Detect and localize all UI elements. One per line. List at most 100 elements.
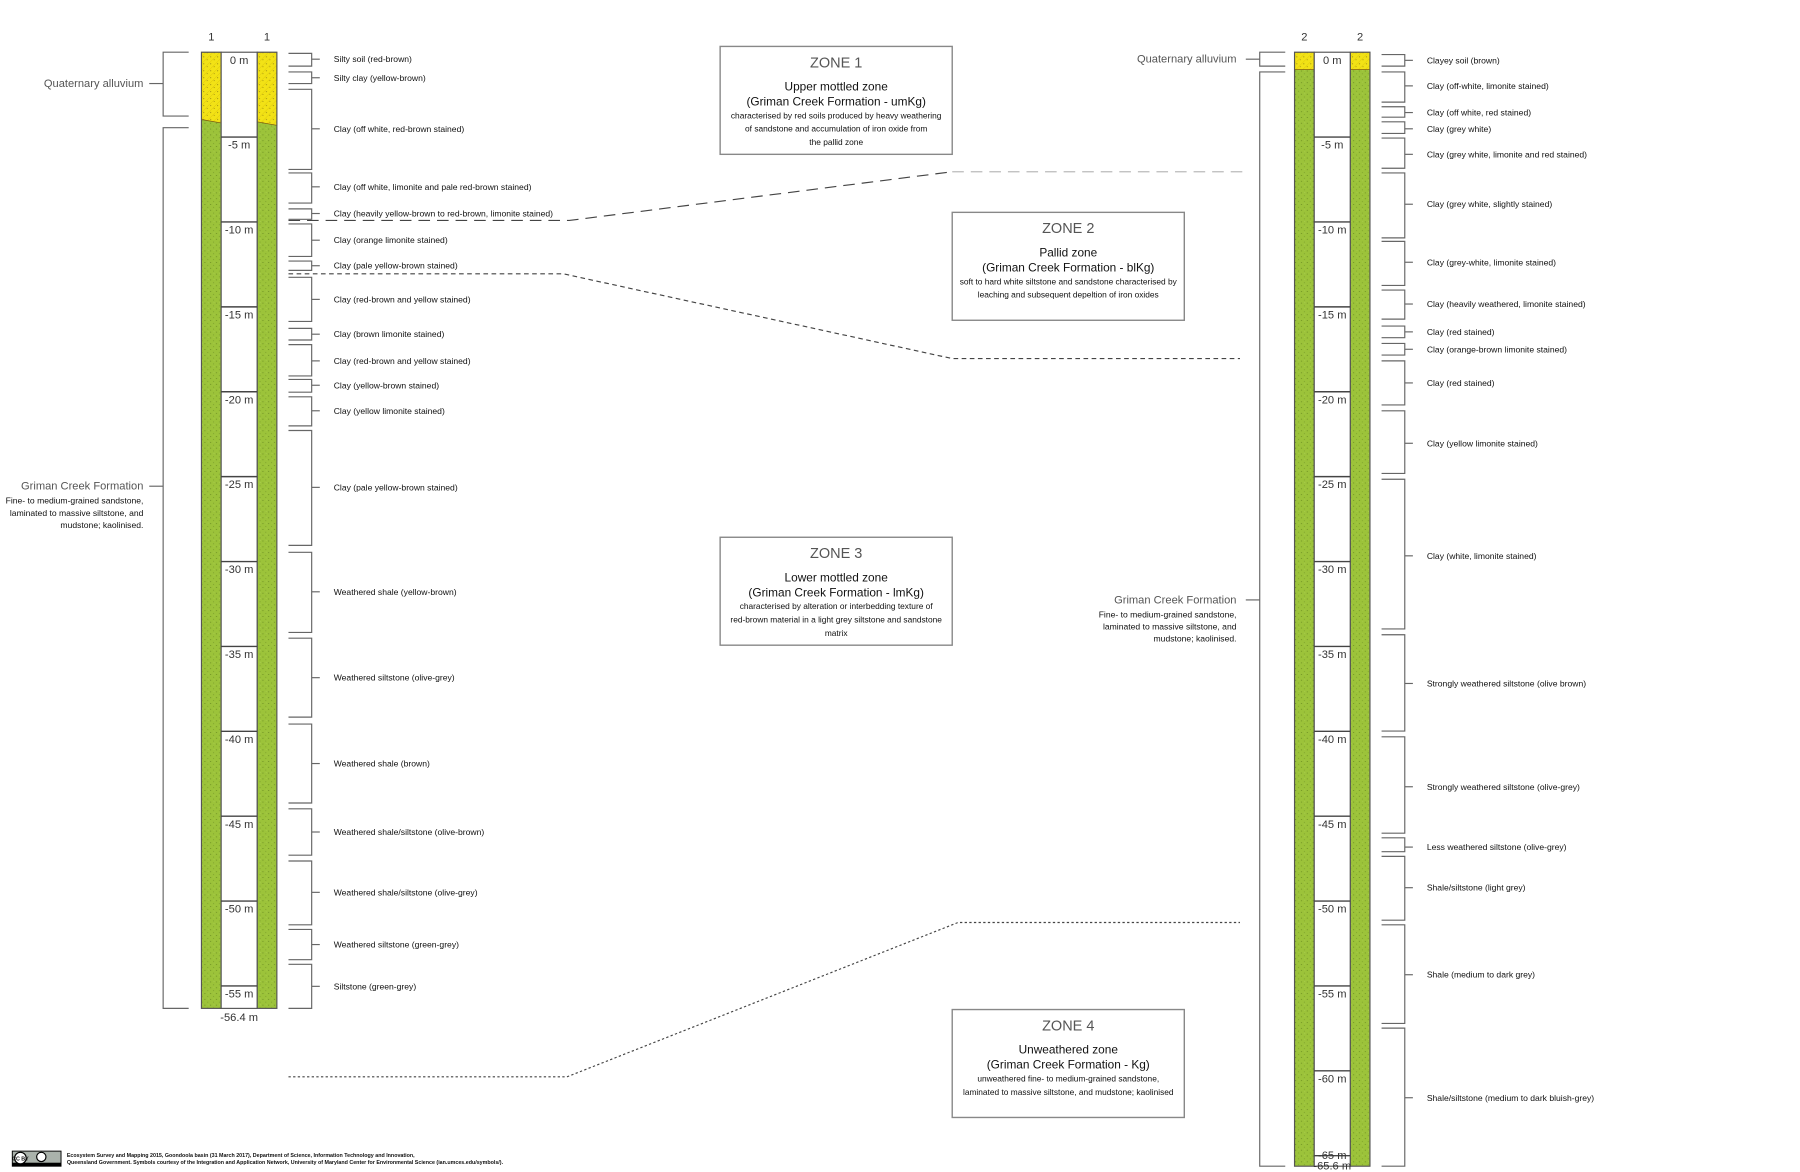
- formation-bracket: [162, 127, 189, 1009]
- license-badge-text: CC BY: [12, 1156, 29, 1162]
- zone-title: ZONE 1: [810, 55, 862, 71]
- layer-bracket: [288, 260, 313, 271]
- zone-title: ZONE 3: [810, 546, 862, 562]
- depth-label: -25 m: [225, 479, 253, 491]
- layer-bracket: [1381, 325, 1406, 339]
- alluvium-lithology-strip: [256, 51, 278, 126]
- layer-bracket: [1381, 924, 1406, 1025]
- layer-label: Clay (red stained): [1427, 378, 1495, 388]
- formation-description: Fine- to medium-grained sandstone,: [1099, 609, 1237, 619]
- depth-label: -10 m: [225, 225, 253, 237]
- layer-bracket: [288, 928, 313, 961]
- total-depth-label: -65.6 m: [1313, 1161, 1351, 1172]
- layer-label: Clayey soil (brown): [1427, 55, 1500, 65]
- column-header: 1: [264, 32, 270, 44]
- layer-bracket: [1381, 121, 1406, 135]
- zone-description: red-brown material in a light grey silts…: [730, 615, 942, 625]
- zone-box-frame: [951, 211, 1185, 321]
- layer-bracket: [288, 429, 313, 546]
- formation-description: mudstone; kaolinised.: [60, 520, 143, 530]
- depth-label: -30 m: [225, 564, 253, 576]
- layer-label: Clay (white, limonite stained): [1427, 551, 1537, 561]
- formation-description: mudstone; kaolinised.: [1154, 634, 1237, 644]
- layer-label: Clay (yellow-brown stained): [334, 380, 440, 390]
- layer-bracket: [1381, 837, 1406, 853]
- zone-description: leaching and subsequent depeltion of iro…: [978, 290, 1159, 300]
- formation-name: Quaternary alluvium: [44, 78, 144, 90]
- depth-label: -20 m: [225, 394, 253, 406]
- formation-bracket: [162, 51, 189, 117]
- depth-label: -50 m: [1318, 904, 1346, 916]
- layer-bracket: [1381, 342, 1406, 356]
- layer-label: Clay (off white, red stained): [1427, 108, 1531, 118]
- layer-bracket: [288, 551, 313, 633]
- formation-description: Fine- to medium-grained sandstone,: [6, 496, 144, 506]
- zone-name: Lower mottled zone: [785, 570, 889, 584]
- layer-label: Strongly weathered siltstone (olive brow…: [1427, 678, 1586, 688]
- layer-bracket: [288, 327, 313, 341]
- depth-label: -25 m: [1318, 479, 1346, 491]
- zone1-zone2-boundary: [288, 171, 953, 222]
- column-header: 2: [1357, 32, 1363, 44]
- zone-formation: (Griman Creek Formation - umKg): [746, 95, 925, 109]
- formation-description: laminated to massive siltstone, and: [1103, 622, 1237, 632]
- zone-description: the pallid zone: [809, 137, 863, 147]
- depth-label: -15 m: [225, 309, 253, 321]
- total-depth-label: -56.4 m: [220, 1012, 258, 1024]
- depth-label: 0 m: [230, 55, 249, 67]
- layer-bracket: [1381, 410, 1406, 475]
- layer-label: Shale/siltstone (medium to dark bluish-g…: [1427, 1093, 1594, 1103]
- layer-bracket: [1381, 855, 1406, 921]
- zone-boundary-lines: [288, 171, 1243, 1078]
- layer-label: Clay (heavily weathered, limonite staine…: [1427, 299, 1586, 309]
- zone-title: ZONE 2: [1042, 221, 1094, 237]
- zone-box-frame: [951, 1008, 1185, 1119]
- zone-box-frame: [719, 536, 953, 646]
- layer-label: Clay (yellow limonite stained): [334, 406, 445, 416]
- layer-label: Clay (yellow limonite stained): [1427, 438, 1538, 448]
- alluvium-lithology-strip: [1349, 51, 1371, 70]
- layer-label: Weathered shale/siltstone (olive-brown): [334, 827, 485, 837]
- depth-label: -50 m: [225, 904, 253, 916]
- layer-label: Clay (red-brown and yellow stained): [334, 294, 471, 304]
- depth-label: -35 m: [225, 649, 253, 661]
- layer-bracket: [1381, 1027, 1406, 1167]
- layer-label: Siltstone (green-grey): [334, 981, 417, 991]
- layer-label: Weathered siltstone (green-grey): [334, 940, 459, 950]
- depth-label: -40 m: [1318, 734, 1346, 746]
- layer-bracket: [1381, 71, 1406, 103]
- layer-label: Clay (red-brown and yellow stained): [334, 356, 471, 366]
- griman-creek-lithology-strip: [201, 52, 222, 1009]
- zone-title: ZONE 4: [1042, 1018, 1094, 1034]
- layer-label: Silty clay (yellow-brown): [334, 73, 426, 83]
- zone-description: laminated to massive siltstone, and muds…: [963, 1087, 1174, 1097]
- layer-label: Silty soil (red-brown): [334, 54, 412, 64]
- layer-bracket: [288, 963, 313, 1009]
- depth-label: -5 m: [1321, 140, 1343, 152]
- layer-label: Clay (pale yellow-brown stained): [334, 261, 458, 271]
- zone-description: of sandstone and accumulation of iron ox…: [745, 124, 927, 134]
- layer-bracket: [288, 223, 313, 258]
- griman-creek-lithology-strip: [1350, 52, 1370, 1167]
- alluvium-lithology-strip: [1294, 51, 1315, 70]
- layer-label: Clay (orange limonite stained): [334, 235, 448, 245]
- layer-label: Clay (red stained): [1427, 327, 1495, 337]
- formation-name: Quaternary alluvium: [1137, 54, 1237, 66]
- layer-bracket: [288, 172, 313, 204]
- formation-bracket: [1259, 71, 1286, 1167]
- layer-label: Clay (grey white, limonite and red stain…: [1427, 149, 1587, 159]
- zone-description: characterised by red soils produced by h…: [731, 110, 942, 120]
- layer-label: Clay (off white, red-brown stained): [334, 124, 465, 134]
- layer-bracket: [1381, 137, 1406, 169]
- layer-bracket: [1381, 172, 1406, 239]
- layer-label: Shale/siltstone (light grey): [1427, 883, 1526, 893]
- zone-formation: (Griman Creek Formation - Kg): [987, 1058, 1150, 1072]
- depth-label: -45 m: [225, 819, 253, 831]
